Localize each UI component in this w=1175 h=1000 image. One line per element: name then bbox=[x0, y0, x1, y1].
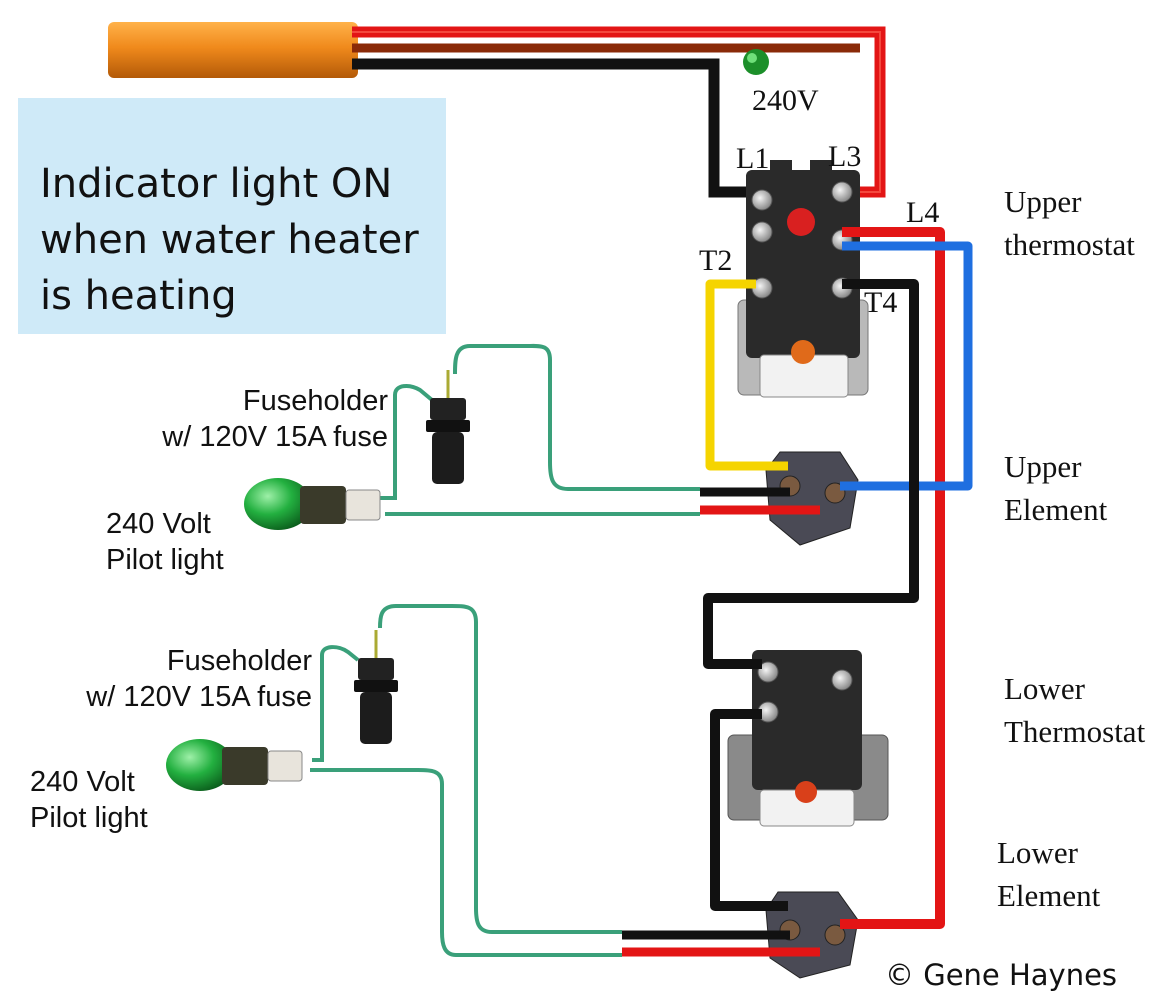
terminal-t2-label: T2 bbox=[699, 244, 733, 277]
terminal-l3-label: L3 bbox=[828, 140, 862, 173]
upper-pilot-light bbox=[244, 478, 381, 530]
callout-text: Indicator light ON when water heater is … bbox=[40, 161, 419, 319]
lower-thermostat-label: Lower Thermostat bbox=[1004, 671, 1146, 749]
upper-fuseholder bbox=[426, 370, 470, 484]
lower-fuseholder bbox=[354, 630, 398, 744]
info-callout: Indicator light ON when water heater is … bbox=[18, 98, 446, 334]
wire-nut-icon bbox=[743, 49, 769, 75]
lower-pilot-light bbox=[166, 739, 303, 791]
voltage-label: 240V bbox=[752, 84, 819, 117]
lower-element-label: Lower Element bbox=[997, 835, 1101, 913]
lower-pilot-label: 240 Volt Pilot light bbox=[30, 766, 148, 834]
lower-thermostat bbox=[727, 650, 889, 827]
terminal-t4-label: T4 bbox=[864, 286, 898, 319]
upper-pilot-wiring bbox=[380, 343, 700, 516]
terminal-l4-label: L4 bbox=[906, 196, 940, 229]
upper-thermostat-label: Upper thermostat bbox=[1004, 184, 1135, 262]
copyright-text: © Gene Haynes bbox=[885, 958, 1118, 992]
upper-thermostat bbox=[737, 160, 869, 398]
upper-fuseholder-label: Fuseholder w/ 120V 15A fuse bbox=[162, 385, 388, 453]
lower-pilot-wiring bbox=[310, 604, 622, 957]
terminal-l1-label: L1 bbox=[736, 142, 770, 175]
heater-wiring bbox=[622, 227, 973, 957]
lower-fuseholder-label: Fuseholder w/ 120V 15A fuse bbox=[86, 645, 312, 713]
upper-element-label: Upper Element bbox=[1004, 449, 1108, 527]
upper-pilot-label: 240 Volt Pilot light bbox=[106, 508, 224, 576]
supply-cable bbox=[108, 22, 886, 198]
